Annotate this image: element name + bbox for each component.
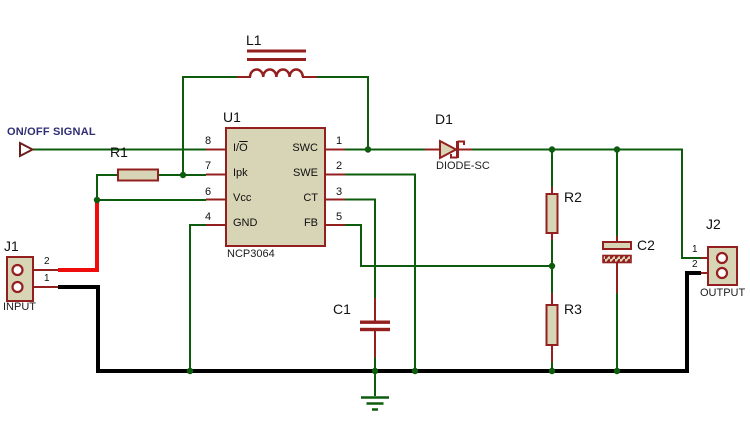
j2-ref-label: J2: [706, 216, 721, 232]
c1-ref-label: C1: [333, 301, 351, 317]
input-terminal-arrow[interactable]: [19, 141, 35, 158]
c2-ref-label: C2: [637, 237, 655, 253]
junction-dots: [93, 146, 621, 375]
u1-pin3-number: 3: [336, 186, 343, 198]
u1-pin-name-io: I/O: [233, 142, 248, 154]
j2-part-label: OUTPUT: [700, 287, 746, 299]
wire-swe-down[interactable]: [345, 173, 416, 372]
wire-fb-to-divider[interactable]: [345, 224, 552, 267]
capacitor-c1[interactable]: [360, 298, 390, 358]
inductor-l1[interactable]: [237, 49, 317, 78]
r1-ref-label: R1: [110, 144, 128, 160]
wire-gnd-pin-down[interactable]: [189, 224, 206, 371]
u1-pin-name-ipk: Ipk: [233, 167, 248, 179]
u1-pin4-number: 4: [205, 211, 212, 223]
r2-ref-label: R2: [564, 189, 582, 205]
diode-d1[interactable]: [425, 139, 472, 160]
wire-r1-left-down[interactable]: [96, 174, 118, 200]
u1-pin-name-swc: SWC: [292, 142, 318, 154]
j1-pin1-number: 1: [44, 273, 50, 284]
j1-part-label: INPUT: [3, 301, 36, 313]
u1-pin7-number: 7: [205, 160, 212, 172]
u1-pin-name-vcc: Vcc: [233, 192, 252, 204]
connector-j1[interactable]: [6, 256, 58, 302]
chip-u1[interactable]: [206, 127, 345, 247]
resistor-r3[interactable]: [545, 293, 559, 362]
l1-ref-label: L1: [246, 32, 262, 48]
u1-ref-label: U1: [223, 109, 241, 125]
wire-l1-right-to-swc[interactable]: [317, 76, 369, 150]
u1-pin2-number: 2: [336, 160, 343, 172]
onoff-signal-label: ON/OFF SIGNAL: [7, 126, 96, 138]
connector-j2[interactable]: [701, 246, 738, 286]
u1-pin-name-fb: FB: [303, 217, 318, 229]
ground-symbol[interactable]: [361, 371, 389, 411]
j2-pin2-number: 2: [692, 259, 698, 270]
wire-power-red[interactable]: [58, 200, 99, 272]
u1-pin-name-ct: CT: [303, 192, 318, 204]
j1-pin2-number: 2: [44, 256, 50, 267]
resistor-r2[interactable]: [545, 187, 559, 240]
wire-l1-left[interactable]: [182, 76, 237, 175]
u1-pin-name-swe: SWE: [292, 167, 318, 179]
u1-pin8-number: 8: [205, 135, 212, 147]
r3-ref-label: R3: [564, 301, 582, 317]
d1-part-label: DIODE-SC: [436, 160, 490, 172]
resistor-r1[interactable]: [117, 168, 159, 182]
u1-pin6-number: 6: [205, 186, 212, 198]
wire-output-top-rail[interactable]: [472, 148, 701, 259]
wire-ground-black[interactable]: [58, 271, 701, 373]
j1-ref-label: J1: [4, 238, 19, 254]
d1-ref-label: D1: [435, 111, 453, 127]
u1-part-label: NCP3064: [227, 248, 275, 260]
j2-pin1-number: 1: [692, 244, 698, 255]
u1-pin-name-gnd: GND: [233, 217, 258, 229]
capacitor-c2[interactable]: [602, 236, 632, 293]
u1-pin1-number: 1: [336, 135, 343, 147]
u1-pin5-number: 5: [336, 211, 343, 223]
